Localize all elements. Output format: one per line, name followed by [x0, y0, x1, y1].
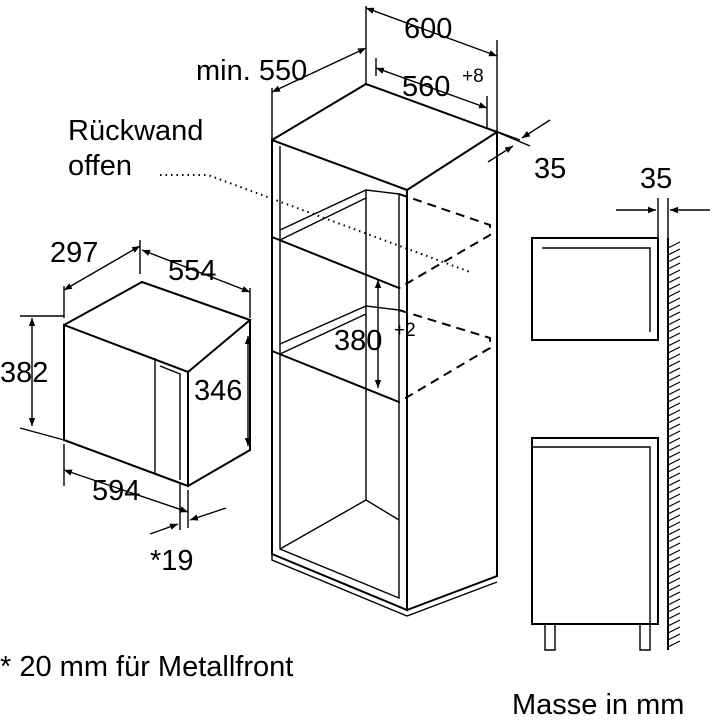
- dim-560: 560: [402, 71, 450, 103]
- hatch-line: [667, 430, 681, 438]
- dim-380-tolerance: +2: [394, 320, 416, 341]
- hatch-line: [667, 381, 681, 389]
- hatch-line: [667, 423, 681, 431]
- hatch-line: [667, 514, 681, 522]
- hatch-line: [667, 570, 681, 578]
- hatch-line: [667, 346, 681, 354]
- hatch-line: [667, 255, 681, 263]
- hatch-line: [667, 262, 681, 270]
- label-offen: offen: [68, 150, 132, 182]
- hatch-line: [667, 451, 681, 459]
- hatch-line: [667, 626, 681, 634]
- hatch-line: [667, 500, 681, 508]
- hatch-line: [667, 612, 681, 620]
- hatch-line: [667, 444, 681, 452]
- hatch-line: [667, 556, 681, 564]
- hatch-line: [667, 486, 681, 494]
- hatch-line: [667, 528, 681, 536]
- dim-min-550: min. 550: [196, 55, 307, 87]
- dim-382: 382: [0, 357, 48, 389]
- hatch-line: [667, 297, 681, 305]
- hatch-line: [667, 577, 681, 585]
- hatch-line: [667, 248, 681, 256]
- wall-hatching: [667, 241, 681, 648]
- hatch-line: [667, 591, 681, 599]
- footnote-metal-front: * 20 mm für Metallfront: [0, 651, 293, 683]
- hatch-line: [667, 304, 681, 312]
- hatch-line: [667, 479, 681, 487]
- dim-380: 380: [334, 325, 382, 357]
- hatch-line: [667, 640, 681, 648]
- hatch-line: [667, 283, 681, 291]
- hatch-line: [667, 395, 681, 403]
- hatch-line: [667, 241, 681, 249]
- hatch-line: [667, 521, 681, 529]
- hatch-line: [667, 598, 681, 606]
- label-rueckwand: Rückwand: [68, 115, 203, 147]
- hatch-line: [667, 535, 681, 543]
- hatch-line: [667, 416, 681, 424]
- dim-19: *19: [150, 545, 194, 577]
- hatch-line: [667, 472, 681, 480]
- hatch-line: [667, 437, 681, 445]
- hatch-line: [667, 311, 681, 319]
- side-view: [531, 198, 710, 651]
- hatch-line: [667, 507, 681, 515]
- hatch-line: [667, 325, 681, 333]
- hatch-line: [667, 339, 681, 347]
- dim-594: 594: [92, 475, 140, 507]
- hatch-line: [667, 388, 681, 396]
- hatch-line: [667, 542, 681, 550]
- hatch-line: [667, 633, 681, 641]
- dim-35-side: 35: [640, 163, 672, 195]
- footnote-units: Masse in mm: [512, 689, 684, 720]
- dim-346: 346: [194, 375, 242, 407]
- dim-35-cabinet: 35: [534, 153, 566, 185]
- hatch-line: [667, 290, 681, 298]
- microwave-unit: [63, 280, 252, 488]
- hatch-line: [667, 276, 681, 284]
- microwave-dimensions: [19, 240, 252, 535]
- hatch-line: [667, 605, 681, 613]
- hatch-line: [667, 563, 681, 571]
- cabinet-dimensions: [271, 6, 551, 388]
- dim-560-tolerance: +8: [462, 66, 484, 87]
- hatch-line: [667, 360, 681, 368]
- hatch-line: [667, 367, 681, 375]
- hatch-line: [667, 353, 681, 361]
- hatch-line: [667, 584, 681, 592]
- hatch-line: [667, 493, 681, 501]
- hatch-line: [667, 465, 681, 473]
- hatch-line: [667, 318, 681, 326]
- hatch-line: [667, 619, 681, 627]
- hatch-line: [667, 409, 681, 417]
- dim-297: 297: [50, 237, 98, 269]
- hatch-line: [667, 549, 681, 557]
- hatch-line: [667, 332, 681, 340]
- dim-600: 600: [404, 13, 452, 45]
- hatch-line: [667, 374, 681, 382]
- dim-554: 554: [168, 255, 216, 287]
- hatch-line: [667, 269, 681, 277]
- hatch-line: [667, 458, 681, 466]
- tall-cabinet: [160, 82, 500, 617]
- hatch-line: [667, 402, 681, 410]
